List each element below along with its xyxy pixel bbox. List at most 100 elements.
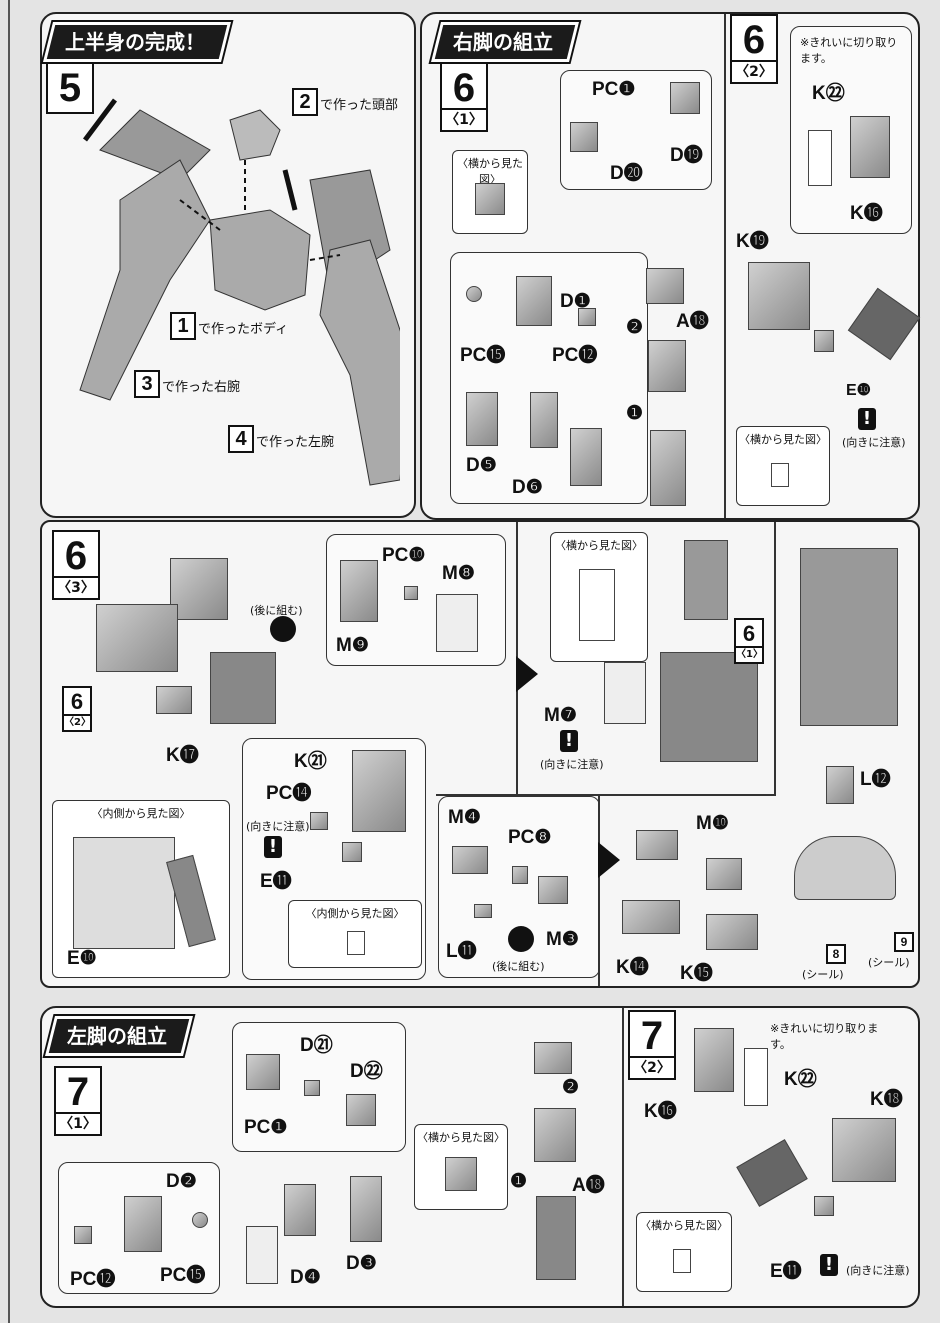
upper-body-title: 上半身の完成！ xyxy=(65,30,205,54)
step6-3-later-1: (後に組む) xyxy=(250,604,303,617)
step6-3-side-view-title: 〈横から見た図〉 xyxy=(555,539,643,552)
step5-ref-head-text: で作った頭部 xyxy=(320,98,399,113)
step6-3-part-m4 xyxy=(452,846,488,874)
step6-2-part-e10 xyxy=(814,330,834,352)
step6-3-caution-m7: (向きに注意) xyxy=(540,758,604,771)
step6-3-ref61-sub: 〈1〉 xyxy=(734,646,764,664)
step6-2-number: 6 xyxy=(730,14,778,66)
step5-illustration xyxy=(79,98,400,486)
step6-2-side-view-title: 〈横から見た図〉 xyxy=(739,433,827,446)
step6-2-part-k22 xyxy=(808,130,832,186)
step6-1-part-d1 xyxy=(516,276,552,326)
step7-1-order-1: ❶ xyxy=(510,1171,528,1192)
step7-2-part-k16 xyxy=(694,1028,734,1092)
step7-1-order-2: ❷ xyxy=(562,1077,580,1098)
step7-1-part-leg xyxy=(536,1196,576,1280)
step6-3-part-l11 xyxy=(474,904,492,918)
step6-2-label-e10: E❿ xyxy=(846,382,872,399)
step6-3-inner-view-2-part xyxy=(347,931,365,955)
step6-3-inner-view-2-title: 〈内側から見た図〉 xyxy=(305,907,405,920)
step6-3-part-m10 xyxy=(636,830,678,860)
step6-3-seal-9-num: 9 xyxy=(894,932,914,952)
step7-1-side-view-title: 〈横から見た図〉 xyxy=(417,1131,505,1144)
step7-1-label-pc15: PC⓯ xyxy=(160,1265,206,1286)
step6-2-part-k19 xyxy=(748,262,810,330)
step6-2-note: ※きれいに切り取ります。 xyxy=(800,36,898,65)
step7-1-side-view: 〈横から見た図〉 xyxy=(414,1124,508,1210)
step7-2-part-e11 xyxy=(814,1196,834,1216)
step6-1-part-d6 xyxy=(570,428,602,486)
step6-1-label-d19: D⓳ xyxy=(670,145,703,166)
step6-3-part-tibia xyxy=(684,540,728,620)
step7-1-label-a18: A⓲ xyxy=(572,1175,605,1196)
step6-3-flow-arrow-2 xyxy=(598,842,620,878)
step6-1-label-d20: D⓴ xyxy=(610,163,643,184)
step6-3-part-e11 xyxy=(342,842,362,862)
step6-3-seal-8-num: 8 xyxy=(826,944,846,964)
divider-6-1-6-2 xyxy=(724,14,726,518)
step7-1-side-part xyxy=(445,1157,477,1191)
step6-1-part-d5 xyxy=(466,392,498,446)
step7-1-part-pc1 xyxy=(304,1080,320,1096)
step6-1-label-a18: A⓲ xyxy=(676,311,709,332)
step6-3-warning-icon-m7: ! xyxy=(560,730,578,752)
step6-3-part-frame xyxy=(96,604,178,672)
step6-2-label-k19: K⓳ xyxy=(736,231,769,252)
step6-3-ref62-num: 6 xyxy=(62,686,92,718)
step6-1-part-mid xyxy=(530,392,558,448)
step6-2-label-k16: K⓰ xyxy=(850,203,883,224)
step6-3-label-m4: M❹ xyxy=(448,807,481,828)
step6-3-part-m7 xyxy=(604,662,646,724)
step6-3-inner-view-1: 〈内側から見た図〉 E❿ xyxy=(52,800,230,978)
left-leg-banner: 左脚の組立 xyxy=(45,1016,193,1056)
step6-3-label-pc14: PC⓮ xyxy=(266,783,312,804)
step6-3-label-m3: M❸ xyxy=(546,929,579,950)
step6-3-label-k15: K⓯ xyxy=(680,963,713,984)
upper-body-banner: 上半身の完成！ xyxy=(43,22,231,62)
step6-3-inner-part xyxy=(73,837,175,949)
step6-3-part-lower xyxy=(660,652,758,762)
step6-3-flow-arrow-1 xyxy=(516,656,538,692)
step7-2-label-k22: K㉒ xyxy=(784,1069,817,1090)
divider-7-1-7-2 xyxy=(622,1008,624,1306)
step6-3-label-m10: M❿ xyxy=(696,813,729,834)
step6-3-label-e11: E⓫ xyxy=(260,871,292,892)
step7-1-part-top-cap xyxy=(534,1042,572,1074)
step6-1-part-pc12 xyxy=(578,308,596,326)
step6-3-label-e10: E❿ xyxy=(67,948,97,969)
step5-ref-rarm-text: で作った右腕 xyxy=(162,380,241,395)
step6-3-part-m8 xyxy=(436,594,478,652)
step6-3-label-m7: M❼ xyxy=(544,705,577,726)
step6-3-part-foot xyxy=(794,836,896,900)
step6-3-label-k17: K⓱ xyxy=(166,745,199,766)
step7-2-number: 7 xyxy=(628,1010,676,1062)
step6-3-part-armor xyxy=(210,652,276,724)
step6-3-part-k15 xyxy=(706,914,758,950)
step7-2-side-view-title: 〈横から見た図〉 xyxy=(640,1219,728,1232)
step6-3-part-pc8 xyxy=(512,866,528,884)
step6-3-part-l12 xyxy=(826,766,854,804)
step6-3-label-pc10: PC❿ xyxy=(382,545,426,566)
step6-3-later-circle-1 xyxy=(270,616,296,642)
right-leg-title: 右脚の組立 xyxy=(453,30,553,54)
step7-2-caution: (向きに注意) xyxy=(846,1264,910,1277)
step6-1-part-d20 xyxy=(570,122,598,152)
step6-2-label-k22: K㉒ xyxy=(812,83,845,104)
divider-6-3-lower xyxy=(598,796,600,986)
step7-2-side-view: 〈横から見た図〉 xyxy=(636,1212,732,1292)
step6-1-number: 6 xyxy=(440,62,488,114)
step6-1-order-1: ❶ xyxy=(626,403,644,424)
step6-3-label-m9: M❾ xyxy=(336,635,369,656)
step6-3-sub: 〈3〉 xyxy=(52,576,100,600)
right-leg-banner: 右脚の組立 xyxy=(431,22,579,62)
left-margin-line xyxy=(8,0,10,1323)
divider-6-3-right xyxy=(774,522,776,794)
step7-1-label-d3: D❸ xyxy=(346,1253,377,1274)
step6-3-later-2: (後に組む) xyxy=(492,960,545,973)
step5-ref-body-text: で作ったボディ xyxy=(198,322,289,337)
step6-3-part-k17 xyxy=(156,686,192,714)
step6-1-part-a18 xyxy=(648,340,686,392)
step6-1-side-part xyxy=(475,183,505,215)
step5-ref-larm-num: 4 xyxy=(228,425,254,453)
step6-1-label-pc1: PC❶ xyxy=(592,79,636,100)
